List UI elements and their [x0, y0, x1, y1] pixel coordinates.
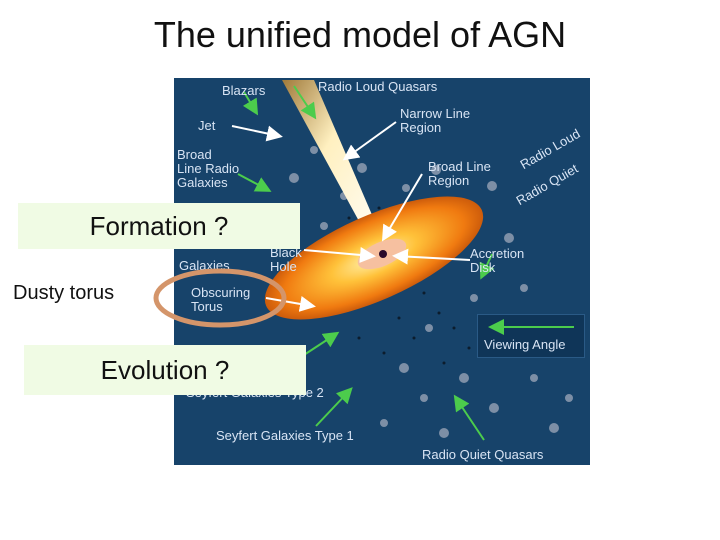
agn-illustration [231, 80, 573, 441]
torus-highlight-ellipse [153, 268, 287, 328]
formation-box: Formation ? [18, 203, 300, 249]
label-seyfert-type-1: Seyfert Galaxies Type 1 [216, 428, 354, 443]
viewing-angle-arrow [488, 319, 574, 335]
label-obscuring-torus: Obscuring Torus [191, 285, 251, 314]
evolution-box: Evolution ? [24, 345, 306, 395]
label-black-hole: Black Hole [270, 245, 302, 274]
label-radio-quiet-quasars: Radio Quiet Quasars [422, 447, 544, 462]
label-broad-line-radio-galaxies: Broad Line Radio Galaxies [177, 147, 240, 190]
label-viewing-angle: Viewing Angle [484, 337, 566, 352]
label-radio-loud-quasars: Radio Loud Quasars [318, 79, 438, 94]
viewing-angle-box: Viewing Angle [477, 314, 585, 358]
label-narrow-line-region: Narrow Line Region [400, 106, 471, 135]
page-title: The unified model of AGN [153, 14, 567, 55]
jet [282, 80, 388, 256]
dusty-torus-label: Dusty torus [13, 282, 115, 304]
black-hole [379, 250, 387, 258]
label-accretion-disk: Accretion Disk [470, 246, 525, 275]
label-broad-line-region: Broad Line Region [428, 159, 491, 188]
label-jet: Jet [198, 118, 216, 133]
label-blazars: Blazars [222, 83, 266, 98]
